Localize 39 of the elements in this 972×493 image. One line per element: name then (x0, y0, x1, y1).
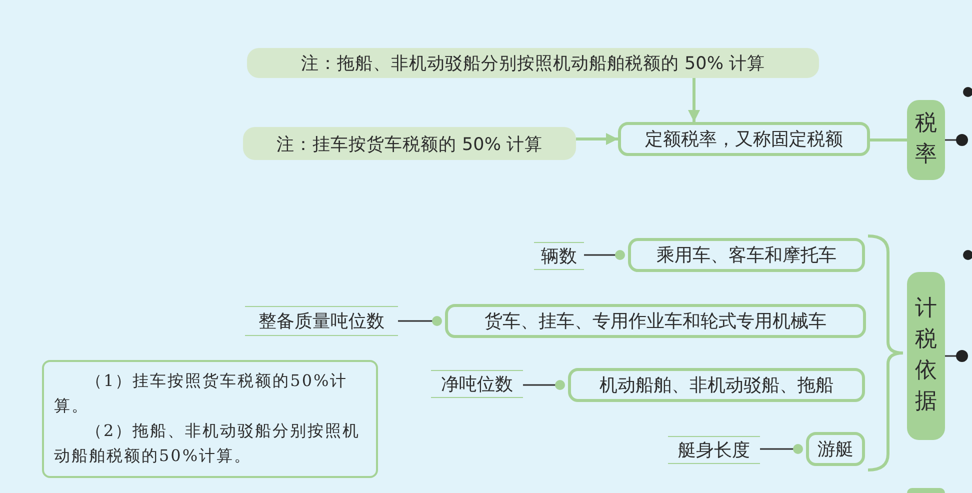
node-text: 货车、挂车、专用作业车和轮式专用机械车 (484, 310, 826, 333)
node-text: 注：挂车按货车税额的 50% 计算 (276, 134, 543, 156)
category-box (806, 432, 865, 466)
note-paragraph: （2）拖船、非机动驳船分别按照机动船舶税额的50%计算。 (54, 420, 362, 467)
topic-box (907, 272, 945, 440)
basis-label (668, 436, 760, 464)
connector-line (870, 138, 907, 142)
node-text: 定额税率，又称固定税额 (645, 128, 843, 151)
node-text: 注：拖船、非机动驳船分别按照机动船舶税额的 50% 计算 (300, 53, 766, 75)
connector-line (945, 350, 968, 362)
category-box (618, 122, 870, 156)
connector-line (584, 250, 625, 260)
node-text: 乘用车、客车和摩托车 (656, 244, 836, 267)
category-box (628, 238, 865, 272)
node-text: 整备质量吨位数 (258, 310, 384, 333)
node-text: 税率 (915, 110, 937, 169)
node-text: 计税依据 (915, 295, 937, 416)
basis-label (245, 306, 398, 336)
connector-line (523, 380, 565, 390)
category-box (568, 368, 865, 402)
node-text: 艇身长度 (678, 439, 750, 462)
node-text: 辆数 (541, 245, 577, 268)
arrow (576, 133, 618, 145)
note-box (247, 48, 819, 78)
basis-label (534, 242, 584, 270)
arrow (688, 78, 700, 122)
connector-line (760, 444, 803, 454)
note-paragraph: （1）挂车按照货车税额的50%计算。 (54, 370, 349, 418)
topic-box (907, 100, 945, 180)
note-box (243, 127, 576, 160)
node-text: 净吨位数 (441, 373, 513, 396)
node-text: 机动船舶、非机动驳船、拖船 (600, 374, 834, 397)
basis-label (431, 370, 523, 398)
topic-box (907, 488, 945, 493)
category-box (445, 304, 866, 338)
note-card (42, 360, 378, 478)
connector-line (398, 316, 442, 326)
connector-line (945, 134, 968, 146)
node-text: 游艇 (818, 438, 854, 461)
